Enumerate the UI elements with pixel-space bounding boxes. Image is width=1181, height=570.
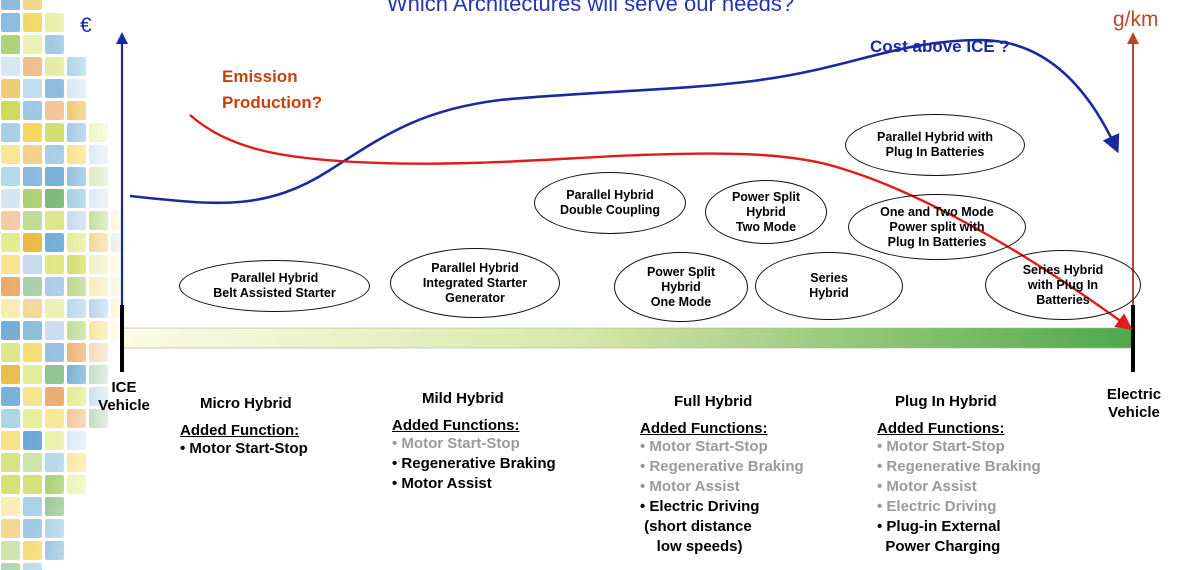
emission-label-line1: Emission <box>222 67 298 86</box>
ice-vehicle-label: ICE Vehicle <box>98 379 150 414</box>
euro-axis-label: € <box>80 14 92 37</box>
function-item: • Motor Assist <box>877 478 977 495</box>
function-item: • Regenerative Braking <box>640 458 804 475</box>
cost-curve <box>129 38 1120 205</box>
arch-series-plugin: Series Hybrid with Plug In Batteries <box>985 250 1141 320</box>
category-mild-hybrid: Mild Hybrid Added Functions: • Motor Sta… <box>392 390 556 494</box>
function-item: • Motor Assist <box>392 475 492 492</box>
function-list: • Motor Start-Stop • Regenerative Braking… <box>877 437 1041 557</box>
function-item: • Electric Driving <box>640 498 760 515</box>
arch-power-split-one-mode: Power Split Hybrid One Mode <box>614 252 748 322</box>
function-item: Power Charging <box>877 538 1001 555</box>
function-item: • Plug-in External <box>877 518 1001 535</box>
arch-parallel-plugin: Parallel Hybrid with Plug In Batteries <box>845 114 1025 176</box>
category-title: Plug In Hybrid <box>895 393 997 410</box>
arch-parallel-belt: Parallel Hybrid Belt Assisted Starter <box>179 260 370 312</box>
function-list: • Motor Start-Stop • Regenerative Braking… <box>640 437 804 557</box>
cost-axis-arrowhead <box>116 32 128 44</box>
arch-parallel-isg: Parallel Hybrid Integrated Starter Gener… <box>390 248 560 318</box>
added-functions-heading: Added Functions: <box>392 417 520 434</box>
function-list: • Motor Start-Stop <box>180 439 308 459</box>
electric-vehicle-label: Electric Vehicle <box>1106 386 1162 421</box>
arch-series-hybrid: Series Hybrid <box>755 252 903 320</box>
function-item: • Motor Start-Stop <box>180 440 308 457</box>
arch-parallel-double-coupling: Parallel Hybrid Double Coupling <box>534 172 686 234</box>
emission-axis-arrowhead <box>1127 32 1139 44</box>
category-title: Mild Hybrid <box>422 390 504 407</box>
function-item: • Motor Start-Stop <box>640 438 768 455</box>
function-item: • Motor Assist <box>640 478 740 495</box>
function-item: • Motor Start-Stop <box>877 438 1005 455</box>
cost-curve-label: Cost above ICE ? <box>870 37 1010 56</box>
arch-one-two-mode-plugin: One and Two Mode Power split with Plug I… <box>848 194 1026 260</box>
category-plugin-hybrid: Plug In Hybrid Added Functions: • Motor … <box>877 393 1041 557</box>
added-functions-heading: Added Functions: <box>640 420 768 437</box>
gkm-axis-label: g/km <box>1113 8 1159 31</box>
added-functions-heading: Added Functions: <box>877 420 1005 437</box>
category-micro-hybrid: Micro Hybrid Added Function: • Motor Sta… <box>180 395 308 459</box>
function-item: • Electric Driving <box>877 498 997 515</box>
function-list: • Motor Start-Stop • Regenerative Braking… <box>392 434 556 494</box>
mosaic-decoration <box>0 0 130 570</box>
page-title: Which Architectures will serve our needs… <box>386 0 795 16</box>
function-item: • Motor Start-Stop <box>392 435 520 452</box>
arch-power-split-two-mode: Power Split Hybrid Two Mode <box>705 180 827 244</box>
emission-label-line2: Production? <box>222 93 323 112</box>
hybridization-bar <box>121 327 1133 349</box>
added-functions-heading: Added Function: <box>180 422 300 439</box>
function-item: (short distance <box>640 518 752 535</box>
category-title: Full Hybrid <box>674 393 753 410</box>
category-title: Micro Hybrid <box>200 395 292 412</box>
category-full-hybrid: Full Hybrid Added Functions: • Motor Sta… <box>640 393 804 557</box>
function-item: • Regenerative Braking <box>392 455 556 472</box>
function-item: • Regenerative Braking <box>877 458 1041 475</box>
function-item: low speeds) <box>640 538 743 555</box>
